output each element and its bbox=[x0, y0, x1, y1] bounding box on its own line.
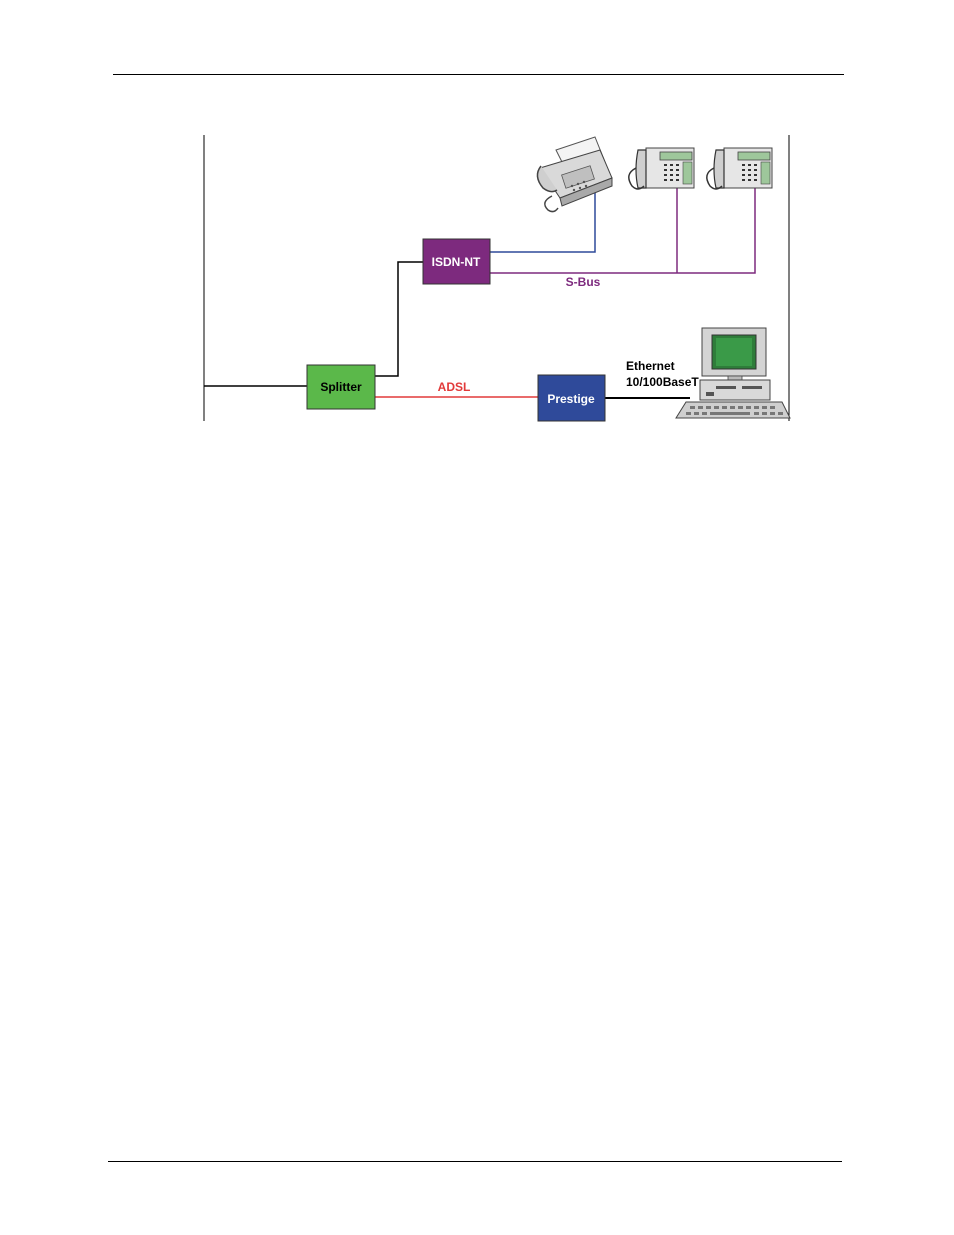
fax-link-line bbox=[490, 192, 595, 252]
prestige-label: Prestige bbox=[547, 392, 595, 406]
telephone-icon bbox=[629, 148, 694, 189]
telephone-icon bbox=[707, 148, 772, 189]
s-bus-label: S-Bus bbox=[566, 275, 601, 289]
isdn-nt-node: ISDN-NT bbox=[423, 239, 490, 284]
splitter-isdn-wire bbox=[375, 262, 423, 376]
computer-icon bbox=[676, 328, 790, 418]
adsl-label: ADSL bbox=[438, 380, 471, 394]
fax-machine-icon bbox=[537, 137, 612, 212]
isdn-nt-label: ISDN-NT bbox=[432, 255, 481, 269]
splitter-node: Splitter bbox=[307, 365, 375, 409]
splitter-label: Splitter bbox=[320, 380, 362, 394]
ethernet-label-line2: 10/100BaseT bbox=[626, 375, 699, 389]
s-bus-line bbox=[490, 188, 755, 273]
prestige-node: Prestige bbox=[538, 375, 605, 421]
ethernet-label-line1: Ethernet bbox=[626, 359, 675, 373]
